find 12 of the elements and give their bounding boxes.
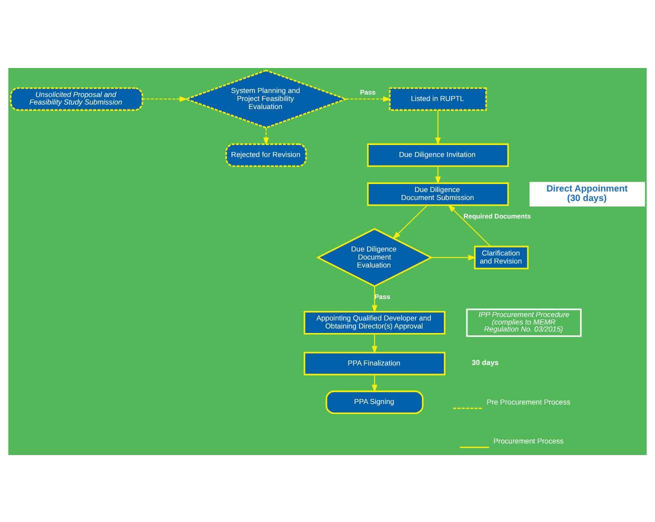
- arrow: [435, 165, 441, 184]
- arrow: [372, 332, 378, 354]
- arrow: [435, 109, 441, 145]
- arrow: [448, 204, 492, 246]
- arrow: [392, 204, 428, 239]
- arrow: [430, 254, 476, 260]
- arrow: [346, 96, 391, 102]
- arrow: [372, 285, 378, 313]
- arrow: [263, 126, 269, 145]
- node-box: Direct Appoinment (30 days): [530, 181, 646, 206]
- arrow: [142, 96, 188, 102]
- arrow: [372, 374, 378, 392]
